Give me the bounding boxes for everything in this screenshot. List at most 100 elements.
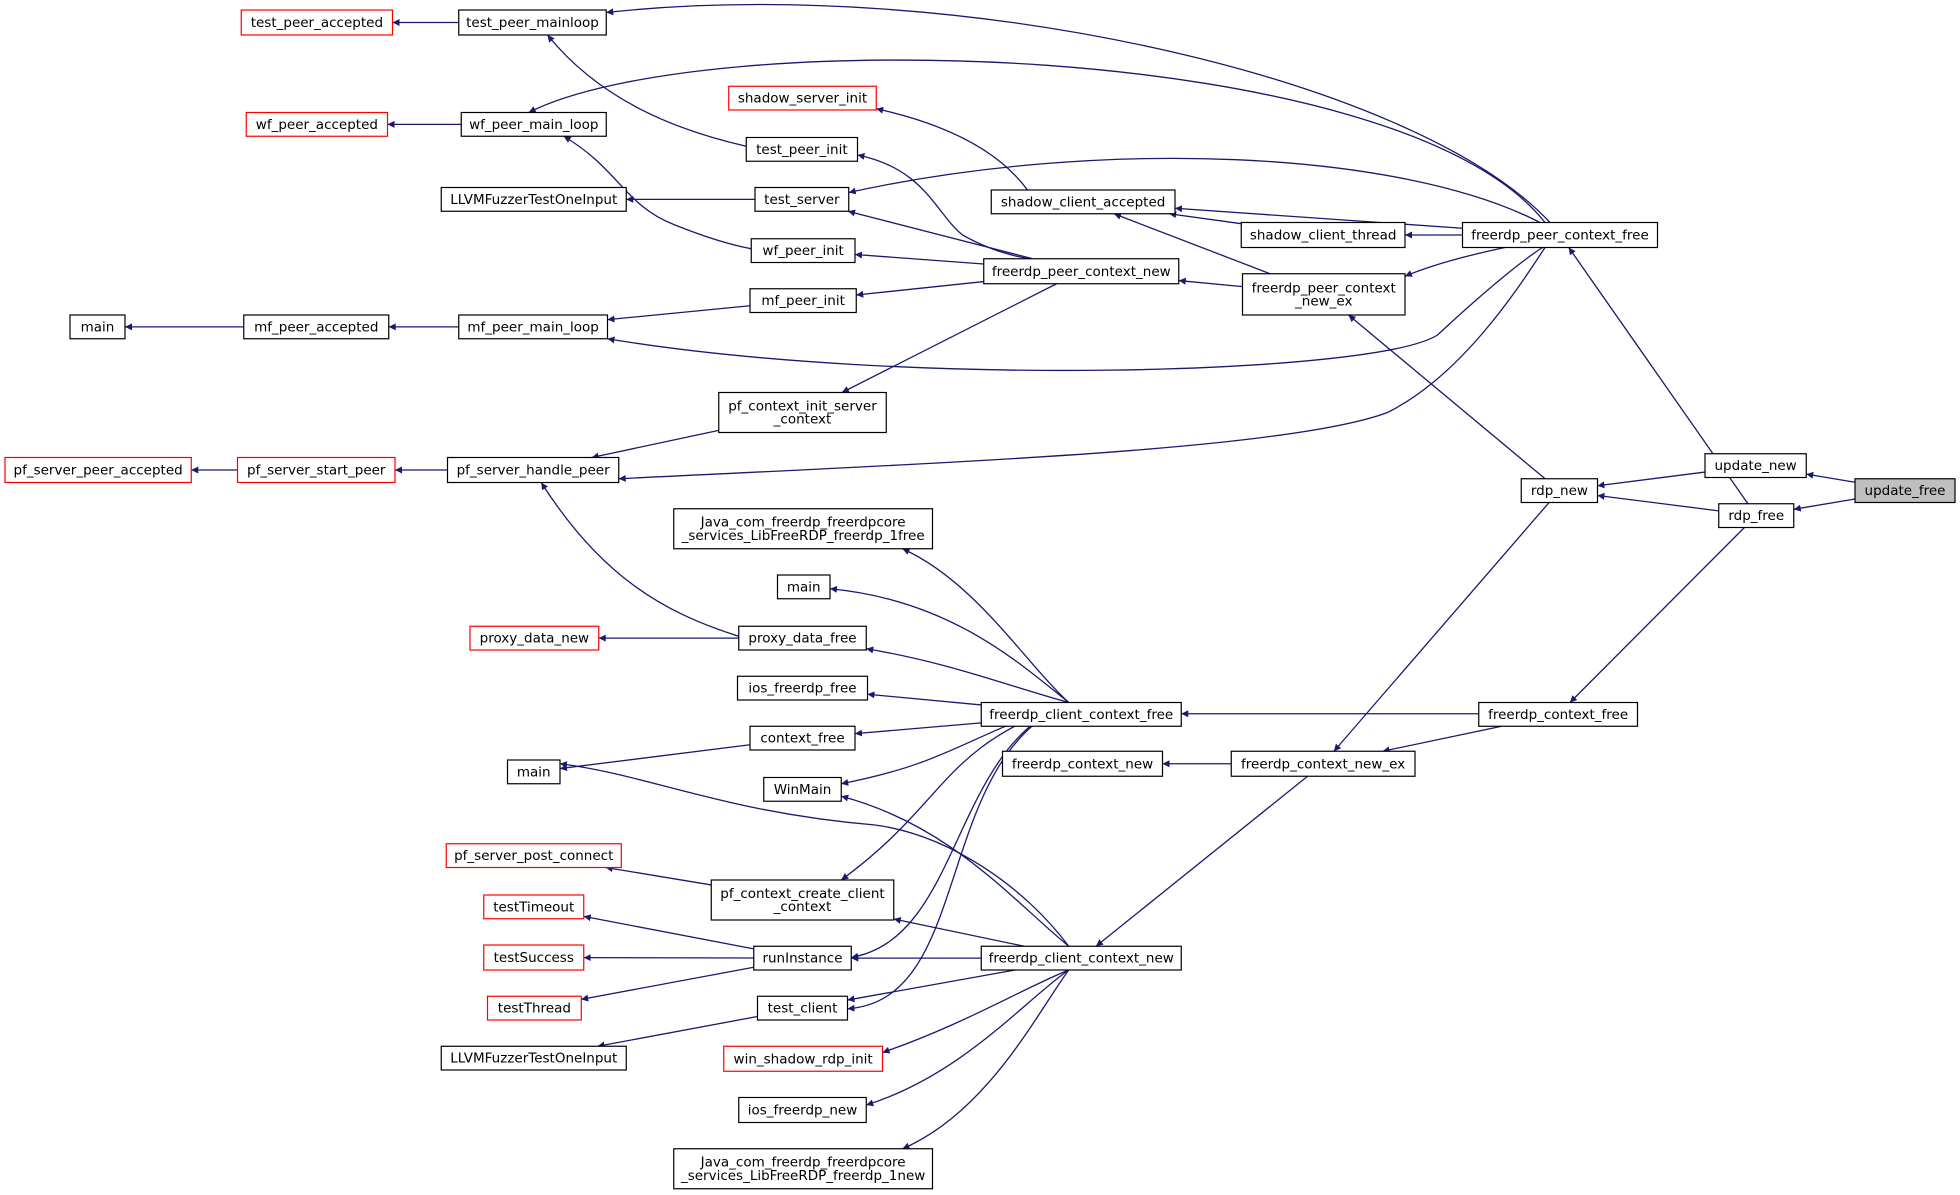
- node-box: [69, 314, 126, 340]
- edge-freerdp-context-free-to-rdp-free: [1569, 527, 1745, 703]
- node-proxy-data-new[interactable]: proxy_data_new: [469, 625, 600, 651]
- edge-shadow-client-accepted-to-shadow-client-thread: [1169, 211, 1242, 225]
- node-label: test_peer_mainloop: [466, 15, 599, 31]
- node-box: [1704, 453, 1807, 479]
- node-runinstance[interactable]: runInstance: [753, 945, 852, 971]
- node-llvm-fuzzer-2[interactable]: LLVMFuzzerTestOneInput: [440, 1045, 627, 1071]
- node-box: [750, 238, 856, 264]
- node-win-shadow-rdp-init[interactable]: win_shadow_rdp_init: [723, 1045, 884, 1072]
- node-update-new[interactable]: update_new: [1704, 453, 1807, 479]
- node-pf-context-create-client-context[interactable]: pf_context_create_client_context: [710, 879, 895, 921]
- node-rdp-new[interactable]: rdp_new: [1520, 478, 1599, 504]
- node-box: [458, 9, 607, 36]
- node-test-client[interactable]: test_client: [756, 995, 849, 1021]
- node-label: freerdp_context_new_ex: [1241, 756, 1405, 772]
- edge-pf-server-handle-peer-to-pf-context-init-server-context: [591, 429, 719, 460]
- node-llvm-fuzzer-1[interactable]: LLVMFuzzerTestOneInput: [440, 186, 627, 212]
- node-freerdp-client-context-new[interactable]: freerdp_client_context_new: [980, 945, 1182, 971]
- node-box: [460, 111, 607, 137]
- node-freerdp-peer-context-free[interactable]: freerdp_peer_context_free: [1461, 221, 1659, 249]
- node-label: mf_peer_main_loop: [467, 319, 598, 335]
- node-pf-server-peer-accepted[interactable]: pf_server_peer_accepted: [4, 456, 192, 484]
- node-label: update_new: [1715, 458, 1797, 474]
- node-main-3[interactable]: main: [506, 759, 561, 785]
- node-wf-peer-accepted[interactable]: wf_peer_accepted: [245, 111, 389, 137]
- node-java-new[interactable]: Java_com_freerdp_freerdpcore_services_Li…: [673, 1148, 934, 1190]
- node-test-peer-mainloop[interactable]: test_peer_mainloop: [458, 9, 607, 36]
- node-box: [753, 945, 852, 971]
- node-pf-server-post-connect[interactable]: pf_server_post_connect: [445, 843, 622, 869]
- node-proxy-data-free[interactable]: proxy_data_free: [738, 625, 867, 651]
- node-freerdp-client-context-free[interactable]: freerdp_client_context_free: [980, 701, 1182, 727]
- node-shadow-client-thread[interactable]: shadow_client_thread: [1240, 221, 1406, 249]
- node-label: proxy_data_new: [480, 631, 589, 647]
- node-rdp-free[interactable]: rdp_free: [1718, 503, 1795, 529]
- node-label: pf_server_post_connect: [454, 848, 613, 864]
- node-ios-freerdp-new[interactable]: ios_freerdp_new: [738, 1096, 867, 1124]
- node-label: freerdp_client_context_free: [989, 707, 1173, 723]
- edge-freerdp-peer-context-new-ex-to-freerdp-peer-context-free: [1404, 246, 1506, 277]
- node-box: [1240, 221, 1406, 249]
- node-wf-peer-init[interactable]: wf_peer_init: [750, 238, 856, 264]
- node-testsuccess[interactable]: testSuccess: [483, 944, 585, 971]
- node-label: WinMain: [774, 782, 832, 798]
- edge-pf-server-handle-peer-to-proxy-data-free: [540, 482, 739, 637]
- node-box: [980, 701, 1182, 727]
- node-freerdp-context-free[interactable]: freerdp_context_free: [1478, 701, 1639, 727]
- node-label: pf_context_create_client: [720, 886, 884, 902]
- node-box: [1230, 750, 1416, 777]
- node-winmain[interactable]: WinMain: [763, 776, 842, 802]
- node-label: runInstance: [762, 951, 842, 967]
- node-freerdp-context-new-ex[interactable]: freerdp_context_new_ex: [1230, 750, 1416, 777]
- node-label: mf_peer_init: [761, 293, 845, 309]
- node-wf-peer-main-loop[interactable]: wf_peer_main_loop: [460, 111, 607, 137]
- edge-mf-peer-init-to-freerdp-peer-context-new: [856, 280, 984, 298]
- node-label: _context: [773, 899, 832, 915]
- node-test-server[interactable]: test_server: [754, 186, 850, 212]
- node-mf-peer-init[interactable]: mf_peer_init: [749, 288, 857, 314]
- node-test-peer-accepted[interactable]: test_peer_accepted: [240, 9, 394, 36]
- node-shadow-client-accepted[interactable]: shadow_client_accepted: [990, 189, 1176, 215]
- node-label: shadow_client_thread: [1250, 228, 1397, 244]
- node-label: wf_peer_init: [762, 243, 843, 259]
- node-pf-server-handle-peer[interactable]: pf_server_handle_peer: [446, 456, 620, 484]
- edge-freerdp-context-new-ex-to-rdp-new: [1333, 502, 1550, 752]
- edge-shadow-client-accepted-to-freerdp-peer-context-free: [1174, 205, 1463, 229]
- node-box: [1854, 478, 1956, 504]
- node-label: testThread: [498, 1001, 571, 1017]
- edge-rdp-free-to-update-free: [1793, 498, 1856, 512]
- node-java-free[interactable]: Java_com_freerdp_freerdpcore_services_Li…: [673, 508, 934, 550]
- node-freerdp-peer-context-new[interactable]: freerdp_peer_context_new: [983, 258, 1180, 285]
- node-label: context_free: [760, 731, 844, 747]
- node-mf-peer-main-loop[interactable]: mf_peer_main_loop: [458, 314, 609, 340]
- node-test-peer-init[interactable]: test_peer_init: [745, 136, 859, 162]
- node-pf-context-init-server-context[interactable]: pf_context_init_server_context: [718, 391, 887, 434]
- node-update-free[interactable]: update_free: [1854, 478, 1956, 504]
- edge-pf-server-handle-peer-to-freerdp-peer-context-free: [618, 247, 1546, 482]
- node-main-2[interactable]: main: [776, 574, 831, 600]
- edge-wf-peer-init-to-freerdp-peer-context-new: [854, 251, 984, 265]
- node-freerdp-peer-context-new-ex[interactable]: freerdp_peer_context_new_ex: [1241, 273, 1406, 316]
- node-box: [745, 136, 859, 162]
- node-label: main: [81, 319, 115, 335]
- node-ios-freerdp-free[interactable]: ios_freerdp_free: [736, 675, 869, 701]
- node-pf-server-start-peer[interactable]: pf_server_start_peer: [236, 456, 396, 484]
- node-shadow-server-init[interactable]: shadow_server_init: [728, 85, 877, 111]
- node-mf-peer-accepted[interactable]: mf_peer_accepted: [243, 314, 390, 340]
- node-testthread[interactable]: testThread: [486, 995, 582, 1021]
- node-label: ios_freerdp_new: [748, 1103, 858, 1119]
- node-box: [483, 944, 585, 971]
- node-label: _new_ex: [1294, 293, 1352, 309]
- node-box: [1478, 701, 1639, 727]
- node-freerdp-context-new[interactable]: freerdp_context_new: [1001, 750, 1164, 777]
- node-context-free[interactable]: context_free: [749, 725, 856, 751]
- node-box: [990, 189, 1176, 215]
- node-main-1[interactable]: main: [69, 314, 126, 340]
- edge-update-new-to-update-free: [1806, 471, 1856, 483]
- node-box: [486, 995, 582, 1021]
- node-label: _services_LibFreeRDP_freerdp_1free: [681, 528, 925, 544]
- node-testtimeout[interactable]: testTimeout: [483, 894, 585, 920]
- node-label: update_free: [1865, 483, 1946, 499]
- node-label: pf_server_start_peer: [247, 463, 386, 479]
